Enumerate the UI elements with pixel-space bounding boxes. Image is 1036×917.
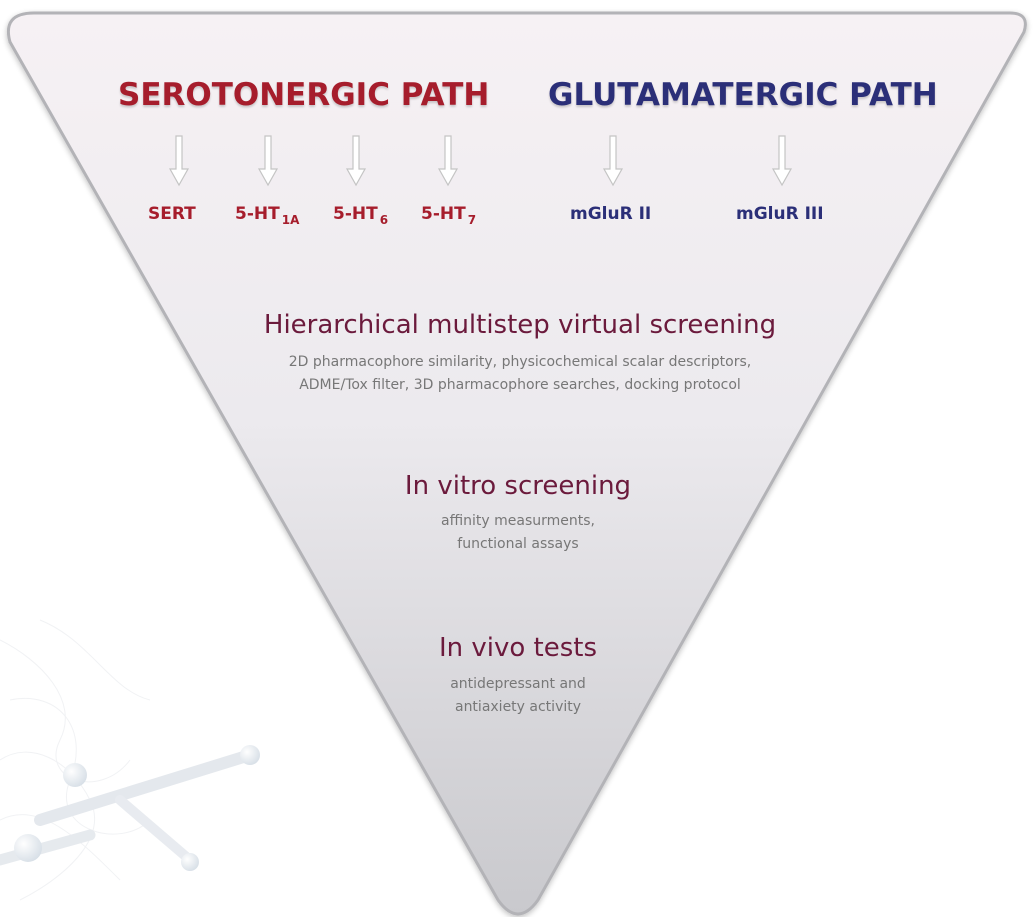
in-vivo-title: In vivo tests (438, 633, 598, 663)
serotonergic-path-title: SEROTONERGIC PATH (118, 77, 490, 113)
down-arrow-icon (771, 135, 793, 187)
down-arrow-icon (602, 135, 624, 187)
target-sert: SERT (148, 204, 196, 224)
in-vitro-desc-line2: functional assays (457, 536, 579, 552)
in-vitro-title: In vitro screening (404, 471, 632, 501)
in-vitro-desc-line1: affinity measurments, (441, 513, 595, 529)
target-5ht6-base: 5-HT (333, 204, 378, 224)
target-5ht7-base: 5-HT (421, 204, 466, 224)
down-arrow-icon (437, 135, 459, 187)
virtual-screening-desc-line1: 2D pharmacophore similarity, physicochem… (288, 354, 752, 370)
funnel-shape (7, 11, 1027, 916)
down-arrow-icon (168, 135, 190, 187)
target-mglur2: mGluR II (570, 204, 652, 224)
virtual-screening-desc-line2: ADME/Tox filter, 3D pharmacophore search… (299, 377, 741, 393)
target-5ht1a-base: 5-HT (235, 204, 280, 224)
target-mglur3: mGluR III (736, 204, 824, 224)
target-5ht1a-sub: 1A (281, 213, 300, 227)
target-5ht7-sub: 7 (467, 213, 477, 227)
virtual-screening-title: Hierarchical multistep virtual screening (263, 310, 777, 340)
down-arrow-icon (257, 135, 279, 187)
in-vivo-desc-line2: antiaxiety activity (454, 699, 582, 715)
glutamatergic-path-title: GLUTAMATERGIC PATH (548, 77, 938, 113)
target-5ht6-sub: 6 (379, 213, 389, 227)
in-vivo-desc-line1: antidepressant and (450, 676, 586, 692)
molecule-model-icon (0, 619, 260, 901)
down-arrow-icon (345, 135, 367, 187)
